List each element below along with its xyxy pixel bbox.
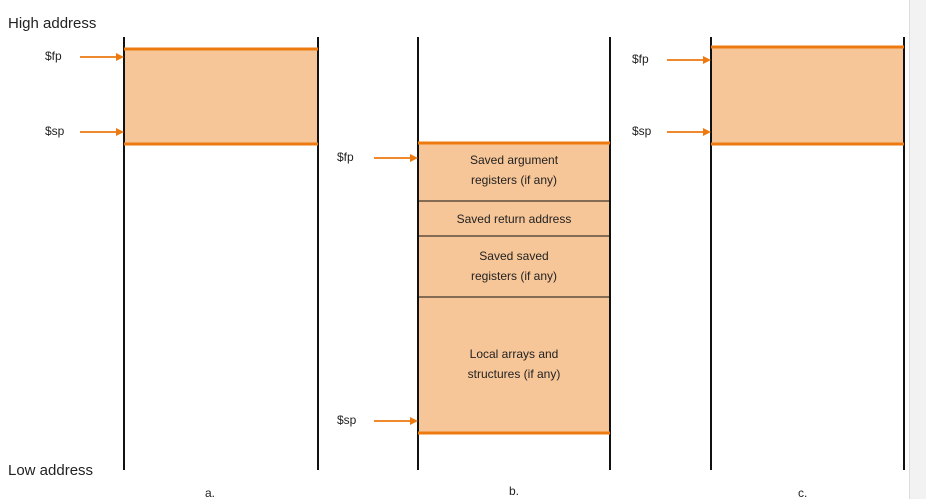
- panel-b-frame: [418, 143, 610, 433]
- saved-saved-registers-text: Saved saved registers (if any): [470, 249, 558, 283]
- panel-c-sp-label: $sp: [632, 124, 652, 138]
- local-arrays-structures-text: Local arrays and structures (if any): [467, 347, 561, 381]
- panel-a-caption: a.: [205, 486, 216, 500]
- panel-b-fp-label: $fp: [337, 150, 354, 164]
- panel-c-sp-arrow: [667, 128, 711, 136]
- high-address-label: High address: [8, 15, 97, 32]
- panel-a-sp-arrow: [80, 128, 124, 136]
- panel-b-fp-arrow: [374, 154, 418, 162]
- panel-c-fp-label: $fp: [632, 52, 649, 66]
- panel-b-sp-label: $sp: [337, 413, 357, 427]
- panel-b-caption: b.: [509, 484, 520, 498]
- saved-return-address-text: Saved return address: [456, 212, 572, 226]
- panel-a-fp-arrow: [80, 53, 124, 61]
- panel-a-frame: [124, 49, 318, 144]
- panel-b-sp-arrow: [374, 417, 418, 425]
- low-address-label: Low address: [8, 462, 94, 479]
- panel-c-frame: [711, 47, 904, 144]
- panel-c-fp-arrow: [667, 56, 711, 64]
- window-edge-strip: [909, 0, 926, 499]
- panel-c-caption: c.: [798, 486, 808, 500]
- panel-a-sp-label: $sp: [45, 124, 65, 138]
- saved-argument-registers-text: Saved argument registers (if any): [469, 153, 559, 187]
- panel-a-fp-label: $fp: [45, 49, 62, 63]
